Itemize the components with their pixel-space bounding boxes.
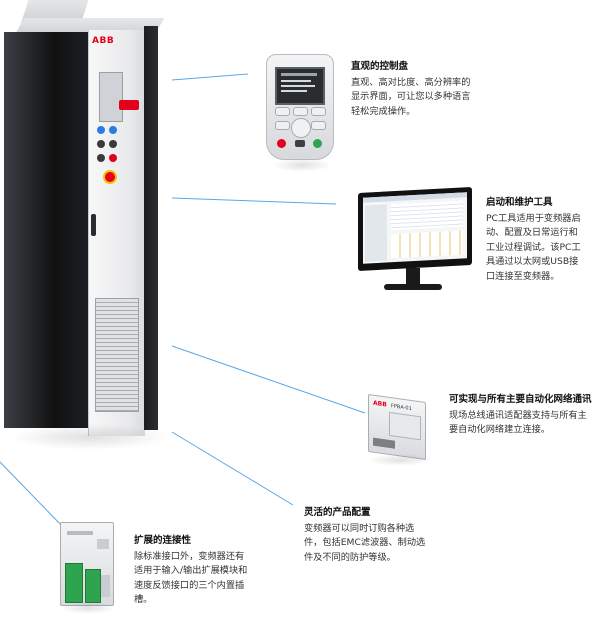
- cabinet-logo: ABB: [92, 36, 115, 46]
- control-panel-body: [266, 54, 334, 160]
- monitor-screen: [363, 192, 467, 264]
- monitor-stand-neck: [406, 268, 420, 286]
- feature-network: 可实现与所有主要自动化网络通讯 现场总线通讯适配器支持与所有主 要自动化网络建立…: [449, 393, 609, 438]
- extension-terminal-right: [85, 569, 101, 603]
- drive-cabinet: ABB: [0, 0, 175, 450]
- adapter-body: ABB FPBA-01: [368, 393, 426, 461]
- feature-pc-tool-title: 启动和维护工具: [486, 197, 553, 208]
- feature-extension-title: 扩展的连接性: [134, 535, 192, 546]
- fieldbus-adapter-image: ABB FPBA-01: [368, 388, 432, 468]
- feature-pc-tool-desc: PC工具适用于变频器启 动、配置及日常运行和 工业过程调试。该PC工 具通过以太…: [486, 213, 581, 282]
- door-ventilation-grille: [95, 298, 139, 412]
- feature-pc-tool: 启动和维护工具 PC工具适用于变频器启 动、配置及日常运行和 工业过程调试。该P…: [486, 196, 606, 284]
- cabinet-right-side: [144, 26, 158, 430]
- feature-extension-desc: 除标准接口外，变频器还有 适用于输入/输出扩展模块和 速度反馈接口的三个内置插 …: [134, 551, 248, 606]
- feature-control-panel-title: 直观的控制盘: [351, 61, 409, 72]
- pc-tool-monitor: [354, 187, 476, 302]
- cabinet-door: [88, 30, 145, 436]
- leader-network: [171, 345, 366, 414]
- adapter-label: FPBA-01: [391, 403, 412, 413]
- main-switch-handle: [119, 100, 139, 110]
- feature-product-config-desc: 变频器可以同时订购各种选 件，包括EMC滤波器、制动选 件及不同的防护等级。: [304, 523, 426, 563]
- monitor-stand-base: [384, 284, 442, 290]
- control-panel-screen: [275, 67, 325, 105]
- leader-tool: [171, 197, 337, 205]
- adapter-logo: ABB: [373, 399, 387, 409]
- feature-product-config: 灵活的产品配置 变频器可以同时订购各种选 件，包括EMC滤波器、制动选 件及不同…: [304, 506, 474, 565]
- feature-control-panel: 直观的控制盘 直观、高对比度、高分辨率的 显示界面，可让您以多种语言 轻松完成操…: [351, 60, 541, 119]
- feature-control-panel-desc: 直观、高对比度、高分辨率的 显示界面，可让您以多种语言 轻松完成操作。: [351, 77, 471, 117]
- feature-network-title: 可实现与所有主要自动化网络通讯: [449, 394, 592, 405]
- monitor-frame: [358, 187, 472, 271]
- door-handle: [91, 214, 96, 236]
- leader-panel: [171, 73, 249, 81]
- leader-extension: [0, 461, 64, 528]
- cabinet-floor-shadow: [10, 424, 170, 450]
- cabinet-left-side: [4, 32, 88, 428]
- leader-product: [171, 431, 294, 506]
- extension-module-image: [60, 522, 116, 614]
- door-control-panel-window: [99, 72, 123, 122]
- feature-extension: 扩展的连接性 除标准接口外，变频器还有 适用于输入/输出扩展模块和 速度反馈接口…: [134, 534, 284, 608]
- feature-product-config-title: 灵活的产品配置: [304, 507, 371, 518]
- indicator-buttons: [97, 126, 119, 186]
- extension-terminal-left: [65, 563, 83, 603]
- control-panel-keypad: [275, 107, 326, 153]
- control-panel-image: [266, 54, 334, 172]
- feature-network-desc: 现场总线通讯适配器支持与所有主 要自动化网络建立连接。: [449, 410, 587, 436]
- extension-module-body: [60, 522, 114, 606]
